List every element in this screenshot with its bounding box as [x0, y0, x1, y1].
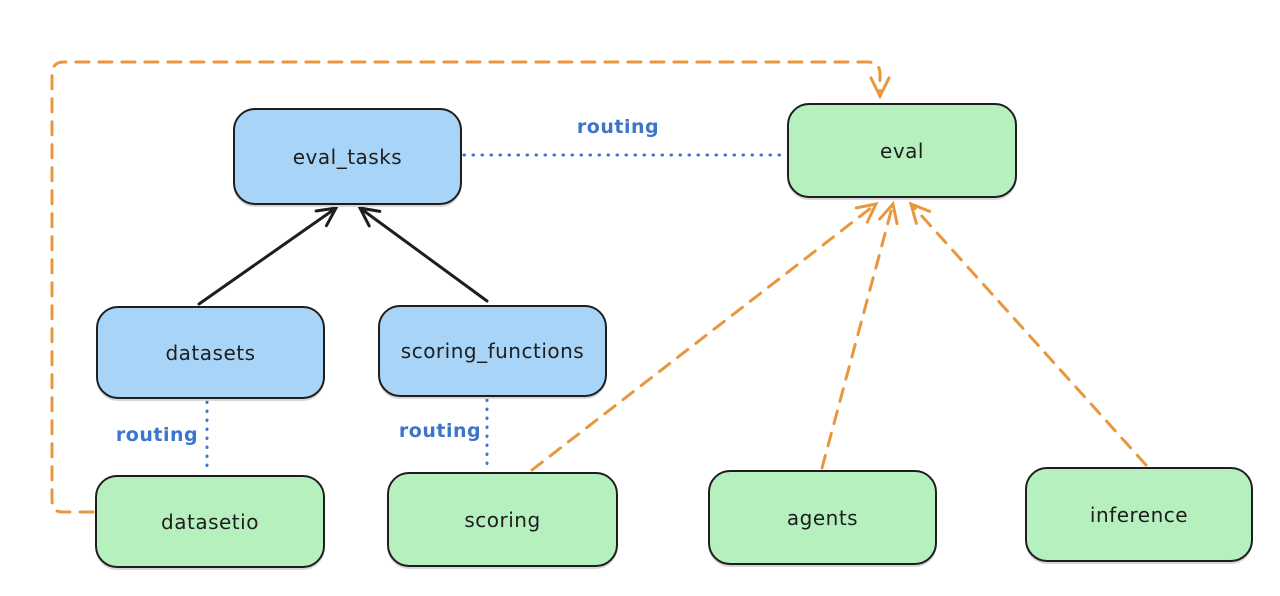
node-scoring-functions: scoring_functions [378, 305, 607, 397]
routing-label-scoring-functions-scoring: routing [398, 420, 482, 442]
node-inference: inference [1025, 467, 1253, 562]
edge-inference-to-eval [908, 201, 1148, 467]
edge-agents-to-eval [820, 200, 899, 470]
routing-label-eval-tasks-eval: routing [576, 116, 660, 138]
edge-scoring-functions-to-eval-tasks [357, 206, 489, 303]
edge-datasets-to-eval-tasks [197, 206, 339, 306]
node-scoring-label: scoring [464, 507, 541, 532]
node-agents-label: agents [786, 505, 859, 530]
node-eval-tasks: eval_tasks [233, 108, 462, 205]
node-eval-label: eval [880, 138, 924, 163]
node-eval-tasks-label: eval_tasks [292, 144, 403, 169]
routing-label-datasets-datasetio: routing [115, 424, 199, 446]
node-datasets-label: datasets [165, 340, 256, 365]
node-datasets: datasets [96, 306, 325, 399]
node-eval: eval [787, 103, 1017, 198]
node-scoring: scoring [387, 472, 618, 567]
node-scoring-functions-label: scoring_functions [400, 339, 585, 363]
node-datasetio-label: datasetio [161, 509, 259, 534]
node-agents: agents [708, 470, 937, 565]
node-datasetio: datasetio [95, 475, 325, 568]
edge-scoring-to-eval [530, 201, 879, 472]
node-inference-label: inference [1089, 502, 1189, 527]
edge-datasetio-to-eval [50, 60, 891, 514]
